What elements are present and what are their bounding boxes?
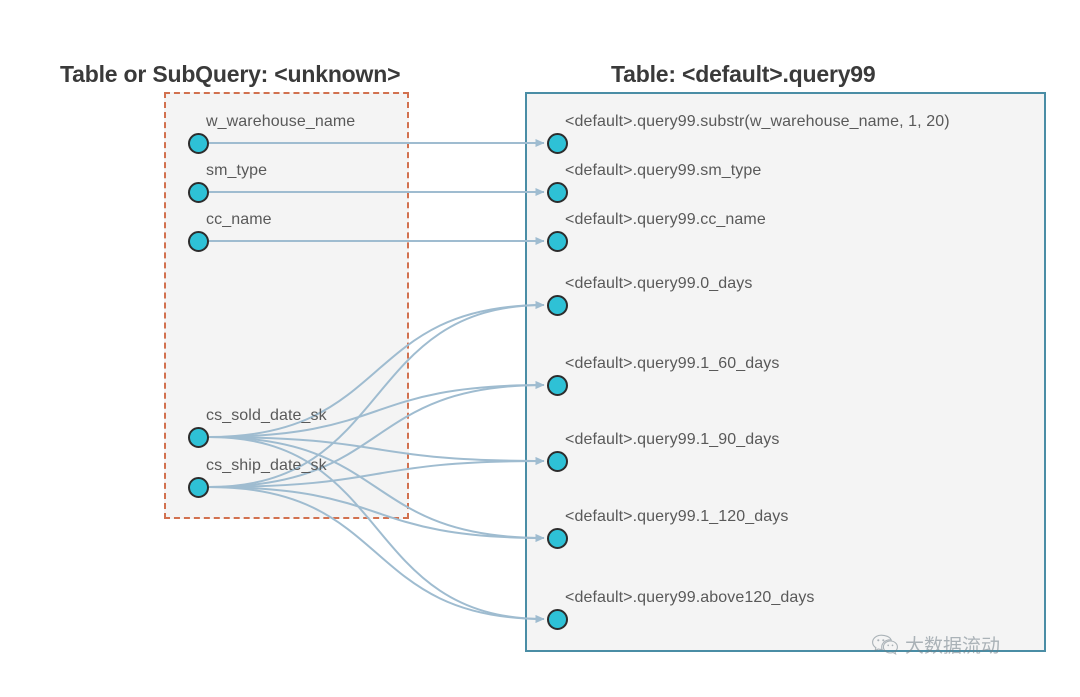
column-node-sm-type[interactable] (187, 181, 209, 203)
column-label: <default>.query99.cc_name (565, 211, 766, 228)
column-label: <default>.query99.0_days (565, 275, 753, 292)
column-node-cc-name[interactable] (187, 230, 209, 252)
column-node-default-query99-sm-type[interactable] (546, 181, 568, 203)
column-node-default-query99-cc-name[interactable] (546, 230, 568, 252)
column-label: cs_ship_date_sk (206, 457, 327, 474)
column-node-cs-sold-date-sk[interactable] (187, 426, 209, 448)
wechat-icon (872, 634, 898, 655)
column-label: <default>.query99.1_60_days (565, 355, 780, 372)
column-label: <default>.query99.1_120_days (565, 508, 789, 525)
column-label: <default>.query99.1_90_days (565, 431, 780, 448)
watermark-text: 大数据流动 (905, 635, 1001, 657)
column-node-default-query99-1-120-days[interactable] (546, 527, 568, 549)
column-node-default-query99-substr-w-warehouse-name-1-20[interactable] (546, 132, 568, 154)
column-node-w-warehouse-name[interactable] (187, 132, 209, 154)
watermark: 大数据流动 (872, 631, 1000, 658)
column-node-cs-ship-date-sk[interactable] (187, 476, 209, 498)
column-label: sm_type (206, 162, 268, 179)
left-panel-title: Table or SubQuery: <unknown> (60, 61, 401, 87)
column-label: cs_sold_date_sk (206, 407, 327, 424)
left-panel-box (164, 92, 409, 519)
column-node-default-query99-1-60-days[interactable] (546, 374, 568, 396)
column-label: w_warehouse_name (206, 113, 356, 130)
column-label: <default>.query99.sm_type (565, 162, 762, 179)
column-node-default-query99-above120-days[interactable] (546, 608, 568, 630)
right-panel-title: Table: <default>.query99 (611, 61, 876, 87)
column-node-default-query99-0-days[interactable] (546, 294, 568, 316)
column-node-default-query99-1-90-days[interactable] (546, 450, 568, 472)
column-label: <default>.query99.above120_days (565, 589, 815, 606)
column-label: <default>.query99.substr(w_warehouse_nam… (565, 113, 950, 130)
column-label: cc_name (206, 211, 272, 228)
right-panel-box (525, 92, 1046, 652)
